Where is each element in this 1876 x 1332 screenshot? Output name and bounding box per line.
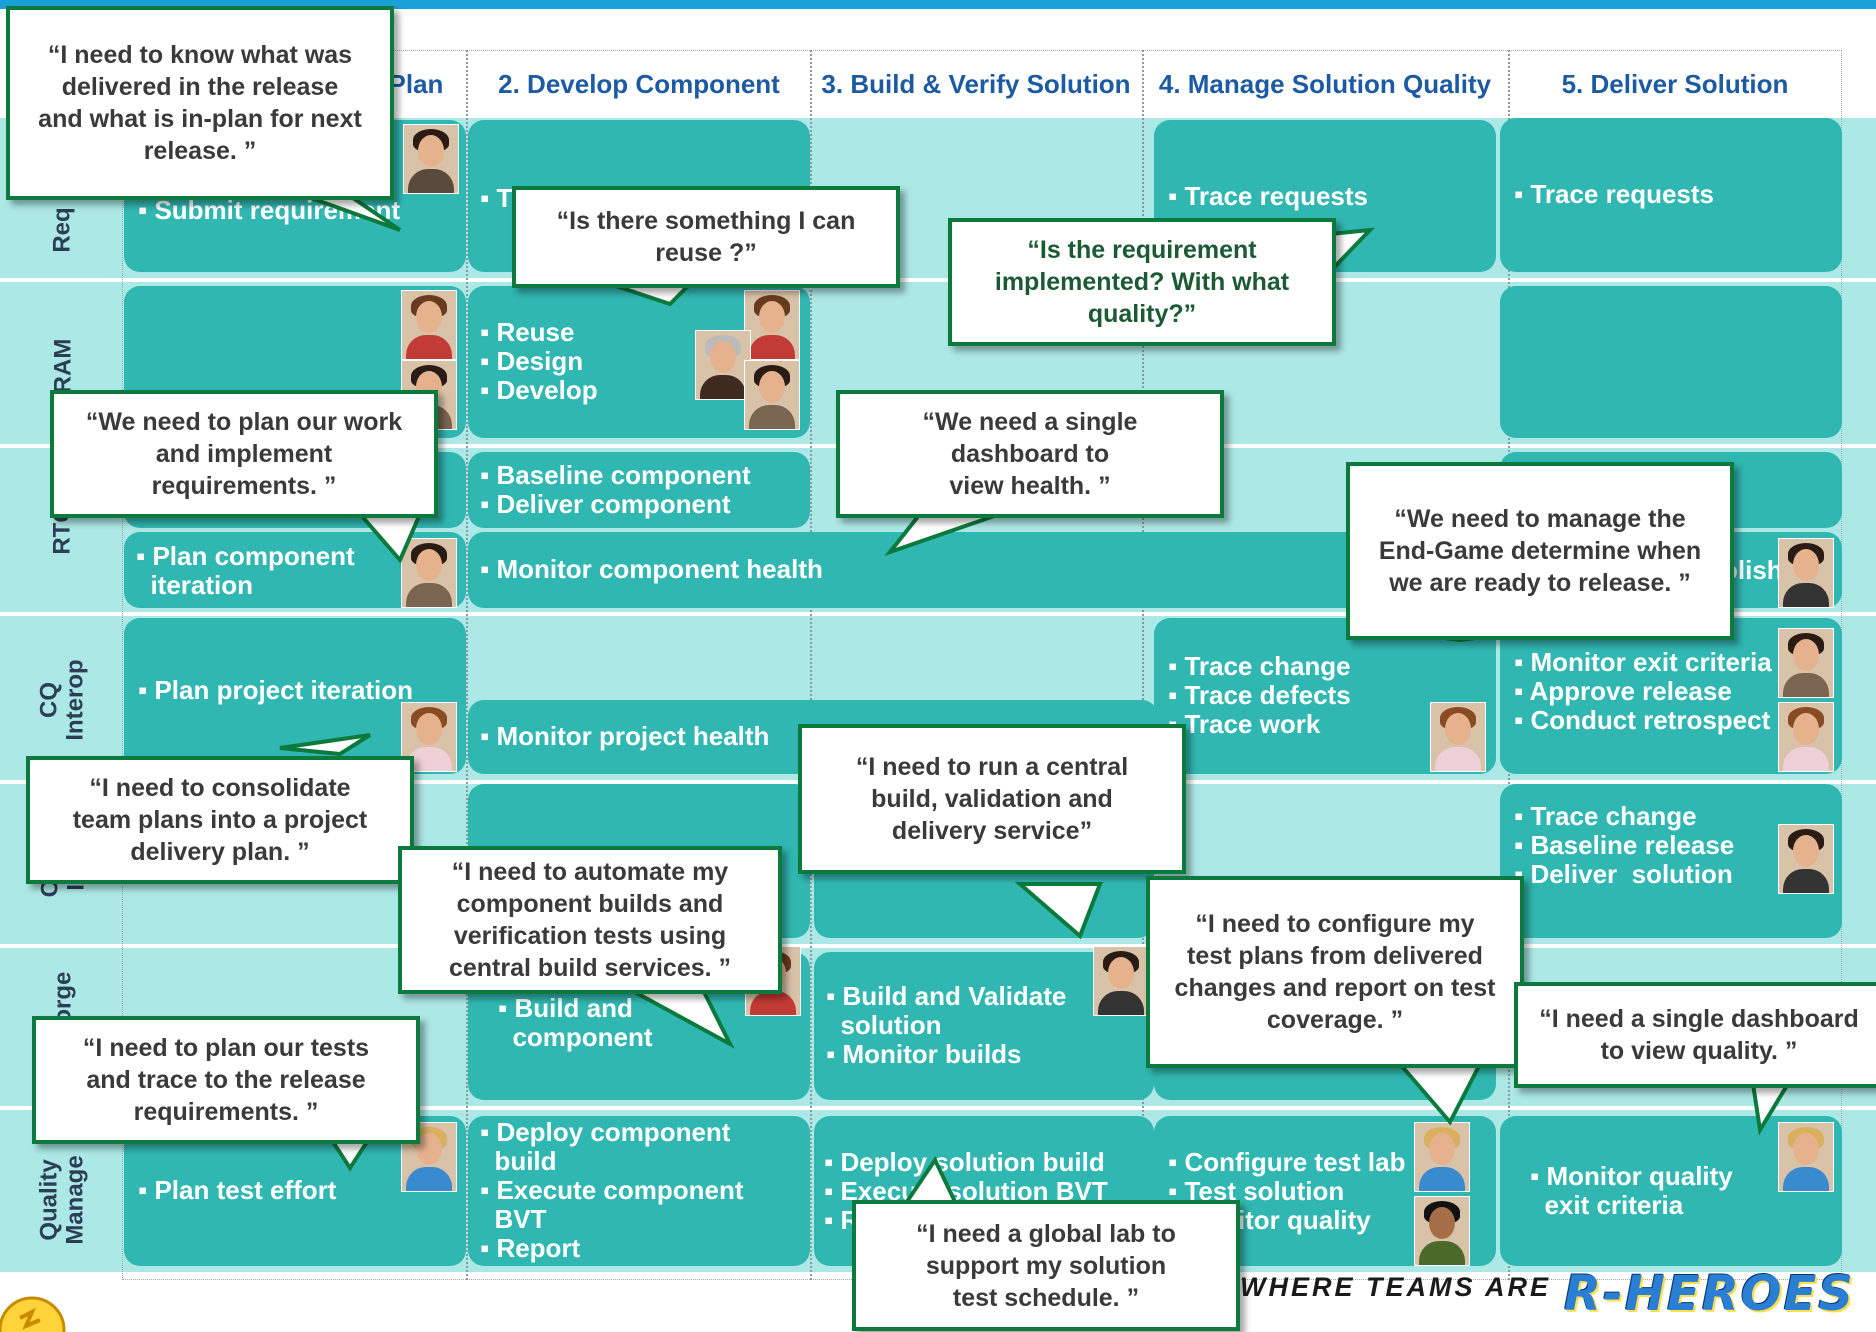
task-item: component <box>498 1022 653 1052</box>
persona-photo <box>695 330 751 400</box>
column-header-quality: 4. Manage Solution Quality <box>1158 68 1492 99</box>
task-item: ▪ Trace requests <box>1514 179 1714 209</box>
persona-photo <box>744 290 800 360</box>
task-item: ▪ Build and <box>498 993 633 1023</box>
task-item: iteration <box>136 570 254 600</box>
task-item: ▪ Approve release <box>1514 676 1732 706</box>
task-item: ▪ Deliver component <box>480 489 731 519</box>
task-item: BVT <box>480 1204 547 1234</box>
r-heroes-logo: R-HEROES <box>1564 1266 1855 1322</box>
column-divider <box>1142 50 1144 1280</box>
cell-req-deliver: ▪ Trace requests <box>1500 118 1842 272</box>
column-divider <box>466 50 468 1280</box>
task-item: ▪ Execute component <box>480 1175 744 1205</box>
persona-photo <box>1093 946 1149 1016</box>
persona-photo <box>1778 824 1834 894</box>
task-item: ▪ Deliver solution <box>1514 859 1733 889</box>
task-item: ▪ Plan project iteration <box>138 675 414 705</box>
task-item: ▪ Plan test effort <box>138 1175 337 1205</box>
callout-automate-builds: “I need to automate my component builds … <box>398 846 782 994</box>
persona-photo <box>1430 702 1486 772</box>
callout-configure-test-plans: “I need to configure my test plans from … <box>1146 876 1524 1068</box>
task-item: ▪ T <box>480 183 513 213</box>
task-item: ▪ Build and Validate <box>826 981 1067 1011</box>
cell-qm-develop: ▪ Deploy component build ▪ Execute compo… <box>468 1116 810 1266</box>
callout-single-dashboard-quality: “I need a single dashboard to view quali… <box>1514 982 1876 1088</box>
task-item: ▪ Submit requirement <box>138 195 401 225</box>
persona-photo <box>744 360 800 430</box>
task-item: ▪ Monitor component health <box>480 554 823 584</box>
callout-manage-endgame: “We need to manage the End-Game determin… <box>1346 462 1734 640</box>
persona-photo <box>401 702 457 772</box>
column-header-develop: 2. Develop Component <box>498 68 780 99</box>
callout-plan-tests: “I need to plan our tests and trace to t… <box>32 1016 420 1144</box>
task-item: ▪ Deploy solution build <box>824 1147 1105 1177</box>
persona-photo <box>1414 1196 1470 1266</box>
persona-photo <box>1778 628 1834 698</box>
task-item: ▪ Baseline release <box>1514 830 1735 860</box>
task-item: ▪ Report <box>480 1233 581 1263</box>
cell-qm-deliver: ▪ Monitor quality exit criteria <box>1500 1116 1842 1266</box>
task-item: ▪ Trace defects <box>1168 680 1351 710</box>
callout-central-build: “I need to run a central build, validati… <box>798 724 1186 874</box>
task-item: ▪ Design <box>480 346 584 376</box>
task-item: ▪ Baseline component <box>480 460 751 490</box>
task-item: ▪ Monitor builds <box>826 1039 1022 1069</box>
row-label-cq-interop: CQ Interop <box>35 659 89 741</box>
persona-photo <box>1414 1122 1470 1192</box>
lightning-logo-icon <box>0 1296 66 1332</box>
callout-requirement-implemented: “Is the requirement implemented? With wh… <box>948 218 1336 346</box>
persona-photo <box>401 290 457 360</box>
top-accent-bar <box>0 0 1876 9</box>
persona-photo <box>1778 702 1834 772</box>
task-item: ▪ Trace change <box>1514 801 1697 831</box>
cell-rtc-develop: ▪ Baseline component ▪ Deliver component <box>468 452 810 528</box>
task-item: ▪ Trace requests <box>1168 181 1368 211</box>
task-item: ▪ Deploy component <box>480 1117 731 1147</box>
persona-photo <box>1778 538 1834 608</box>
callout-reuse: “Is there something I can reuse ?” <box>512 186 900 288</box>
persona-photo <box>401 538 457 608</box>
task-item: ▪ Plan component <box>136 541 355 571</box>
task-item: solution <box>826 1010 942 1040</box>
callout-consolidate-plans: “I need to consolidate team plans into a… <box>26 756 414 884</box>
row-label-quality-manager: Quality Manage <box>35 1155 89 1245</box>
task-item: ▪ Trace change <box>1168 651 1351 681</box>
task-item: ▪ Develop <box>480 375 598 405</box>
column-header-build: 3. Build & Verify Solution <box>821 68 1131 99</box>
persona-photo <box>403 124 459 194</box>
task-item: build <box>480 1146 557 1176</box>
task-item: ▪ Monitor project health <box>480 721 770 751</box>
column-header-deliver: 5. Deliver Solution <box>1561 68 1789 99</box>
task-item: ▪ Conduct retrospect <box>1514 705 1771 735</box>
callout-plan-work: “We need to plan our work and implement … <box>50 390 438 518</box>
cell-ram-deliver <box>1500 286 1842 438</box>
task-item: ▪ Reuse <box>480 317 575 347</box>
callout-global-lab: “I need a global lab to support my solut… <box>852 1200 1240 1331</box>
task-item: exit criteria <box>1530 1190 1684 1220</box>
persona-photo <box>401 1122 457 1192</box>
task-item: ▪ Configure test lab <box>1168 1147 1406 1177</box>
task-item: ▪ Monitor quality <box>1530 1161 1733 1191</box>
callout-single-dashboard-health: “We need a single dashboard to view heal… <box>836 390 1224 518</box>
task-item: ▪ Monitor exit criteria <box>1514 647 1772 677</box>
column-divider <box>810 50 812 1280</box>
persona-photo <box>1778 1122 1834 1192</box>
footer-tagline: WHERE TEAMS ARE <box>1240 1272 1552 1302</box>
callout-release-visibility: “I need to know what was delivered in th… <box>6 6 394 200</box>
column-header-plan: Plan <box>388 68 444 99</box>
